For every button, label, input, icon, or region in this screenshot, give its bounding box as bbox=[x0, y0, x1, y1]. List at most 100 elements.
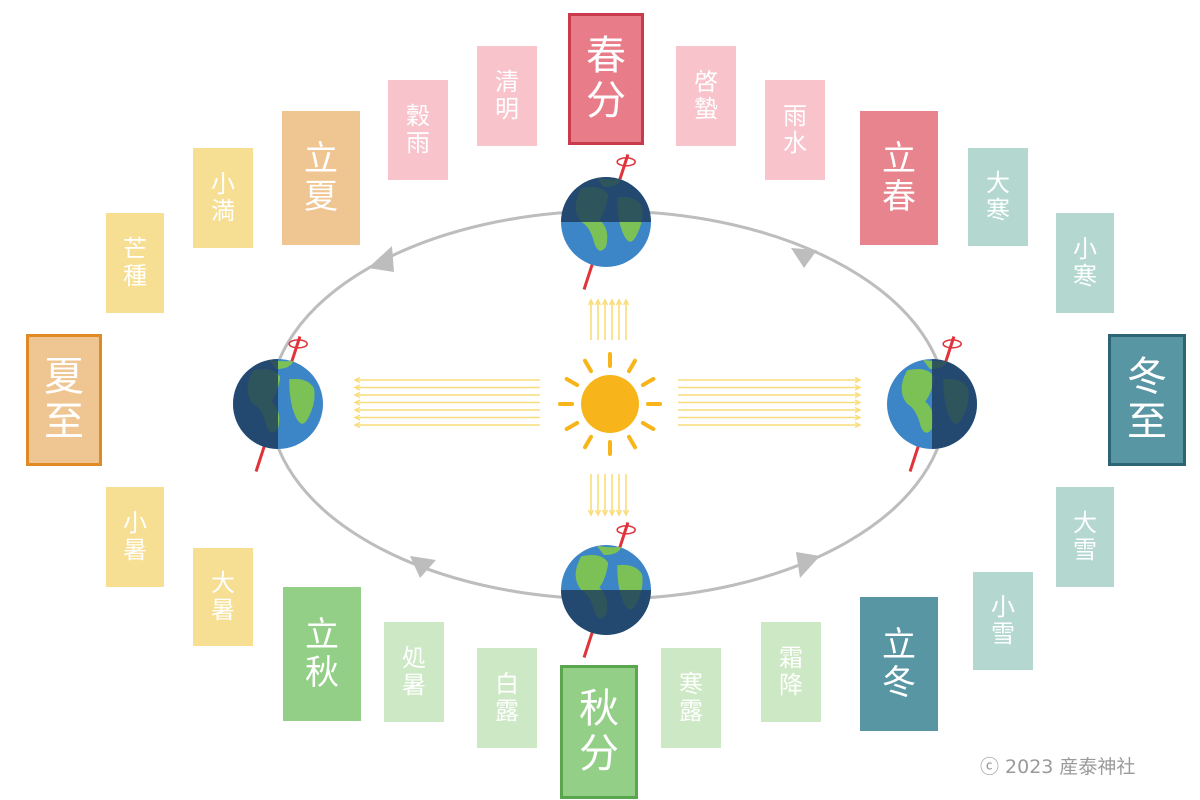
earth-body bbox=[887, 359, 977, 449]
solar-term-char: 雨 bbox=[783, 102, 807, 131]
solar-term-hakuro: 白露 bbox=[477, 648, 537, 748]
solar-term-char: 霜 bbox=[779, 644, 803, 673]
solar-term-taisetsu: 大雪 bbox=[1056, 487, 1114, 587]
sun-ray bbox=[353, 399, 540, 406]
solar-term-char: 至 bbox=[44, 399, 84, 445]
solar-term-char: 小 bbox=[991, 593, 1015, 622]
sun-spike bbox=[627, 434, 637, 450]
solar-term-char: 露 bbox=[679, 697, 703, 725]
sun-ray-head bbox=[353, 384, 361, 391]
sun-ray-head bbox=[854, 376, 862, 384]
sun-ray-head bbox=[601, 509, 609, 517]
sun-ray-head bbox=[854, 414, 862, 421]
earth-night-side bbox=[561, 590, 651, 635]
solar-term-char: 小 bbox=[211, 170, 235, 199]
sun-ray-head bbox=[854, 399, 862, 406]
solar-term-char: 夏 bbox=[44, 354, 84, 401]
sun-ray bbox=[608, 298, 616, 340]
sun-ray bbox=[353, 406, 540, 414]
earth-night-side bbox=[561, 177, 651, 222]
solar-term-char: 大 bbox=[1073, 509, 1097, 538]
solar-term-char: 明 bbox=[495, 95, 519, 123]
sun-spike bbox=[564, 421, 580, 431]
earth-night-side bbox=[932, 359, 977, 449]
solar-term-char: 小 bbox=[123, 509, 147, 538]
sun-ray-head bbox=[353, 391, 361, 399]
solar-term-kanro: 寒露 bbox=[661, 648, 721, 748]
sun-ray-head bbox=[854, 384, 862, 391]
solar-term-char: 大 bbox=[986, 169, 1010, 198]
sun-ray bbox=[678, 391, 862, 399]
solar-term-char: 分 bbox=[579, 731, 619, 777]
earth-land-north bbox=[597, 545, 622, 555]
sun-ray-head bbox=[353, 421, 361, 429]
solar-term-shuubun: 秋分 bbox=[560, 665, 638, 799]
solar-term-char: 満 bbox=[211, 197, 235, 225]
rotation-indicator-icon bbox=[616, 157, 636, 167]
solar-term-char: 降 bbox=[779, 671, 803, 699]
solar-term-shousetsu: 小雪 bbox=[973, 572, 1033, 670]
solar-term-kokuu: 穀雨 bbox=[388, 80, 448, 180]
solar-term-taisho: 大暑 bbox=[193, 548, 253, 646]
solar-term-keichitsu: 啓蟄 bbox=[676, 46, 736, 146]
solar-term-char: 清 bbox=[495, 68, 519, 97]
sun-ray bbox=[353, 421, 540, 429]
sun-ray-head bbox=[587, 509, 595, 517]
solar-term-char: 穀 bbox=[406, 102, 430, 131]
sun-ray-head bbox=[854, 391, 862, 399]
sun-ray bbox=[678, 384, 862, 391]
orbit-arrow-bottom-left bbox=[410, 556, 436, 578]
earth-body bbox=[561, 545, 651, 635]
sun-ray-head bbox=[353, 414, 361, 421]
sun-ray-head bbox=[594, 509, 602, 517]
sun-ray-head bbox=[622, 509, 630, 517]
sun-ray-head bbox=[353, 399, 361, 406]
solar-term-char: 寒 bbox=[986, 196, 1010, 224]
sun-ray bbox=[353, 391, 540, 399]
sun-ray bbox=[601, 474, 609, 517]
solar-term-char: 水 bbox=[783, 129, 807, 157]
earth-winter-solstice bbox=[887, 336, 977, 472]
solar-term-char: 暑 bbox=[211, 596, 235, 624]
earth-land-africa bbox=[289, 378, 315, 424]
sun-ray-head bbox=[608, 509, 616, 517]
orbit-arrow-top-right bbox=[791, 248, 817, 268]
sun-ray-head bbox=[594, 298, 602, 306]
solar-term-char: 芒 bbox=[123, 235, 147, 264]
solar-term-risshun: 立春 bbox=[860, 111, 938, 245]
sun-icon bbox=[581, 375, 639, 433]
sun bbox=[558, 352, 662, 456]
sun-ray-head bbox=[601, 298, 609, 306]
sun-ray-head bbox=[854, 406, 862, 414]
sun-ray bbox=[587, 474, 595, 517]
solar-term-char: 露 bbox=[495, 697, 519, 725]
solar-term-daikan: 大寒 bbox=[968, 148, 1028, 246]
sun-ray-head bbox=[615, 298, 623, 306]
sun-ray bbox=[678, 406, 862, 414]
solar-term-seimei: 清明 bbox=[477, 46, 537, 146]
orbit-arrow-bottom-right bbox=[796, 552, 820, 578]
sun-ray-head bbox=[615, 509, 623, 517]
solar-term-char: 寒 bbox=[1073, 262, 1097, 290]
solar-term-rittou: 立冬 bbox=[860, 597, 938, 731]
sun-ray-head bbox=[353, 406, 361, 414]
solar-term-char: 雪 bbox=[1073, 536, 1097, 564]
sun-ray-head bbox=[353, 376, 361, 384]
solar-term-char: 小 bbox=[1073, 235, 1097, 264]
orbit-arrow-top-left bbox=[368, 246, 394, 272]
solar-term-char: 種 bbox=[123, 262, 147, 290]
solar-term-char: 至 bbox=[1127, 399, 1167, 445]
earth-body bbox=[561, 177, 651, 267]
sun-ray bbox=[615, 298, 623, 340]
solar-term-soukou: 霜降 bbox=[761, 622, 821, 722]
sun-spike bbox=[640, 421, 656, 431]
solar-term-touji: 冬至 bbox=[1108, 334, 1186, 466]
solar-term-char: 立 bbox=[305, 614, 339, 655]
solar-term-shouman: 小満 bbox=[193, 148, 253, 248]
solar-term-risshuu: 立秋 bbox=[283, 587, 361, 721]
sun-spike bbox=[564, 377, 580, 387]
sun-spike bbox=[583, 434, 593, 450]
solar-term-char: 処 bbox=[402, 644, 426, 673]
earth-land-americas bbox=[901, 368, 935, 433]
